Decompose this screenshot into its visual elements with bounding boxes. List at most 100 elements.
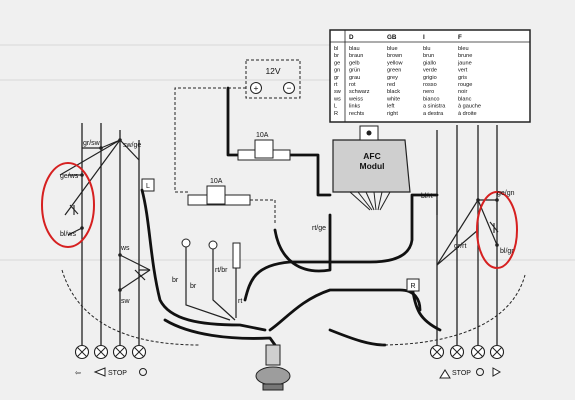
color-table-cell: bianco (423, 96, 439, 102)
trailer-plug (255, 344, 291, 391)
color-table-cell: brown (387, 53, 402, 59)
color-table-cell: vert (458, 68, 468, 74)
right-vertical-wires (436, 125, 498, 345)
color-table-header: GB (387, 34, 397, 41)
left-vertical-wires (81, 123, 140, 345)
color-table-cell: weiss (348, 96, 363, 102)
wire-label-ge-ws: ge/ws (60, 173, 79, 180)
junction-dot (118, 253, 122, 257)
dashed-boundary-right (379, 274, 526, 346)
color-table-cell: L (334, 104, 337, 110)
color-table-cell: verde (423, 68, 437, 74)
color-table-cell: à droite (458, 111, 477, 117)
color-table-cell: nero (423, 89, 434, 95)
color-table-cell: blue (387, 46, 398, 52)
color-table-cell: ws (333, 96, 341, 102)
color-table-cell: brun (423, 53, 434, 59)
color-table-cell: schwarz (349, 89, 370, 95)
color-table-cell: braun (349, 53, 363, 59)
color-table-cell: jaune (457, 60, 472, 66)
color-table-cell: grey (387, 75, 398, 81)
color-table-cell: à gauche (458, 104, 481, 110)
battery-box (245, 59, 301, 99)
left-switch-symbol (69, 204, 79, 215)
color-table-header: I (423, 34, 425, 41)
wire-label-rt: rt (238, 298, 242, 305)
relay-right-label: R (410, 283, 415, 290)
battery-dashed-wire (174, 87, 276, 225)
color-table-cell: yellow (387, 60, 404, 66)
junction-dot (118, 138, 122, 142)
color-table-cell: rosso (423, 82, 437, 88)
wire-label-br-1: br (172, 277, 179, 284)
fuse-left-label: 10A (210, 178, 223, 185)
fuse-upper-holder (254, 139, 274, 159)
color-table-cell: white (386, 96, 400, 102)
color-code-table (329, 29, 531, 123)
color-table-cell: rt (334, 82, 338, 88)
wire-label-bl-gr: bl/gr (500, 248, 514, 255)
wire-label-gr-sw: gr/sw (83, 140, 101, 147)
bottom-icons (93, 367, 502, 379)
junction-dot (80, 173, 84, 177)
color-table-cell: red (387, 82, 395, 88)
color-table-cell: ge (334, 60, 340, 66)
left-lower-switch (119, 254, 151, 291)
right-switch-wiring (436, 199, 498, 266)
relay-right-box (406, 278, 420, 292)
color-table-header: F (458, 34, 462, 41)
color-table-cell: gelb (349, 60, 360, 66)
color-table-cell: sw (334, 89, 342, 95)
color-table-header: D (349, 34, 354, 41)
wire-label-rt-ge: rt/ge (312, 225, 326, 232)
junction-dot (80, 226, 84, 230)
junction-dot (118, 288, 122, 292)
color-table-cell: noir (458, 89, 467, 95)
junction-dot (99, 146, 103, 150)
afc-module-line1: AFC (363, 151, 380, 161)
color-table-cell: bl (334, 46, 338, 52)
wire-label-bl-ws: bl/ws (60, 231, 76, 238)
lamps-left (74, 344, 147, 360)
color-table-cell: grigio (423, 75, 437, 81)
lamps-right (429, 344, 505, 360)
wire-label-ws: ws (120, 245, 130, 252)
bottom-left-stop: STOP (108, 370, 127, 377)
color-table-cell: br (334, 53, 339, 59)
color-table-cell: green (387, 68, 401, 74)
color-table-cell: a sinistra (423, 104, 446, 110)
junction-dot (495, 198, 499, 202)
bottom-right-stop: STOP (452, 370, 471, 377)
dashed-boundary-left (61, 269, 201, 346)
color-table-cell: gn (334, 68, 340, 74)
color-table-cell: blau (349, 46, 360, 52)
color-table-cell: brune (458, 53, 472, 59)
color-table-cell: gris (458, 75, 467, 81)
battery-plus-terminal (250, 82, 262, 94)
color-table-cell: rechts (349, 111, 364, 117)
relay-left-box (141, 178, 155, 192)
color-table-cell: left (387, 104, 395, 110)
wire-label-br-2: br (190, 283, 197, 290)
left-switch-wiring (59, 139, 140, 236)
bottom-left-arrow: ⇦ (75, 370, 81, 377)
relay-left-label: L (146, 183, 150, 190)
color-table-cell: gr (334, 75, 339, 81)
afc-mount-hole (366, 130, 372, 136)
color-table-cell: R (334, 111, 338, 117)
afc-module (332, 139, 411, 193)
fuse-left-holder (206, 185, 226, 205)
color-table-cell: black (387, 89, 400, 95)
highlight-circle-left (41, 162, 95, 248)
right-switch-symbol (489, 221, 499, 233)
color-table-cell: links (349, 104, 360, 110)
wire-label-bl-rt: bl/rt (421, 193, 433, 200)
main-power-wires (140, 86, 442, 347)
color-table-cell: a destra (423, 111, 444, 117)
fuse-upper-label: 10A (256, 132, 269, 139)
junction-dot (495, 243, 499, 247)
wire-label-sw: sw (121, 298, 131, 305)
battery-minus-label: − (287, 83, 292, 93)
